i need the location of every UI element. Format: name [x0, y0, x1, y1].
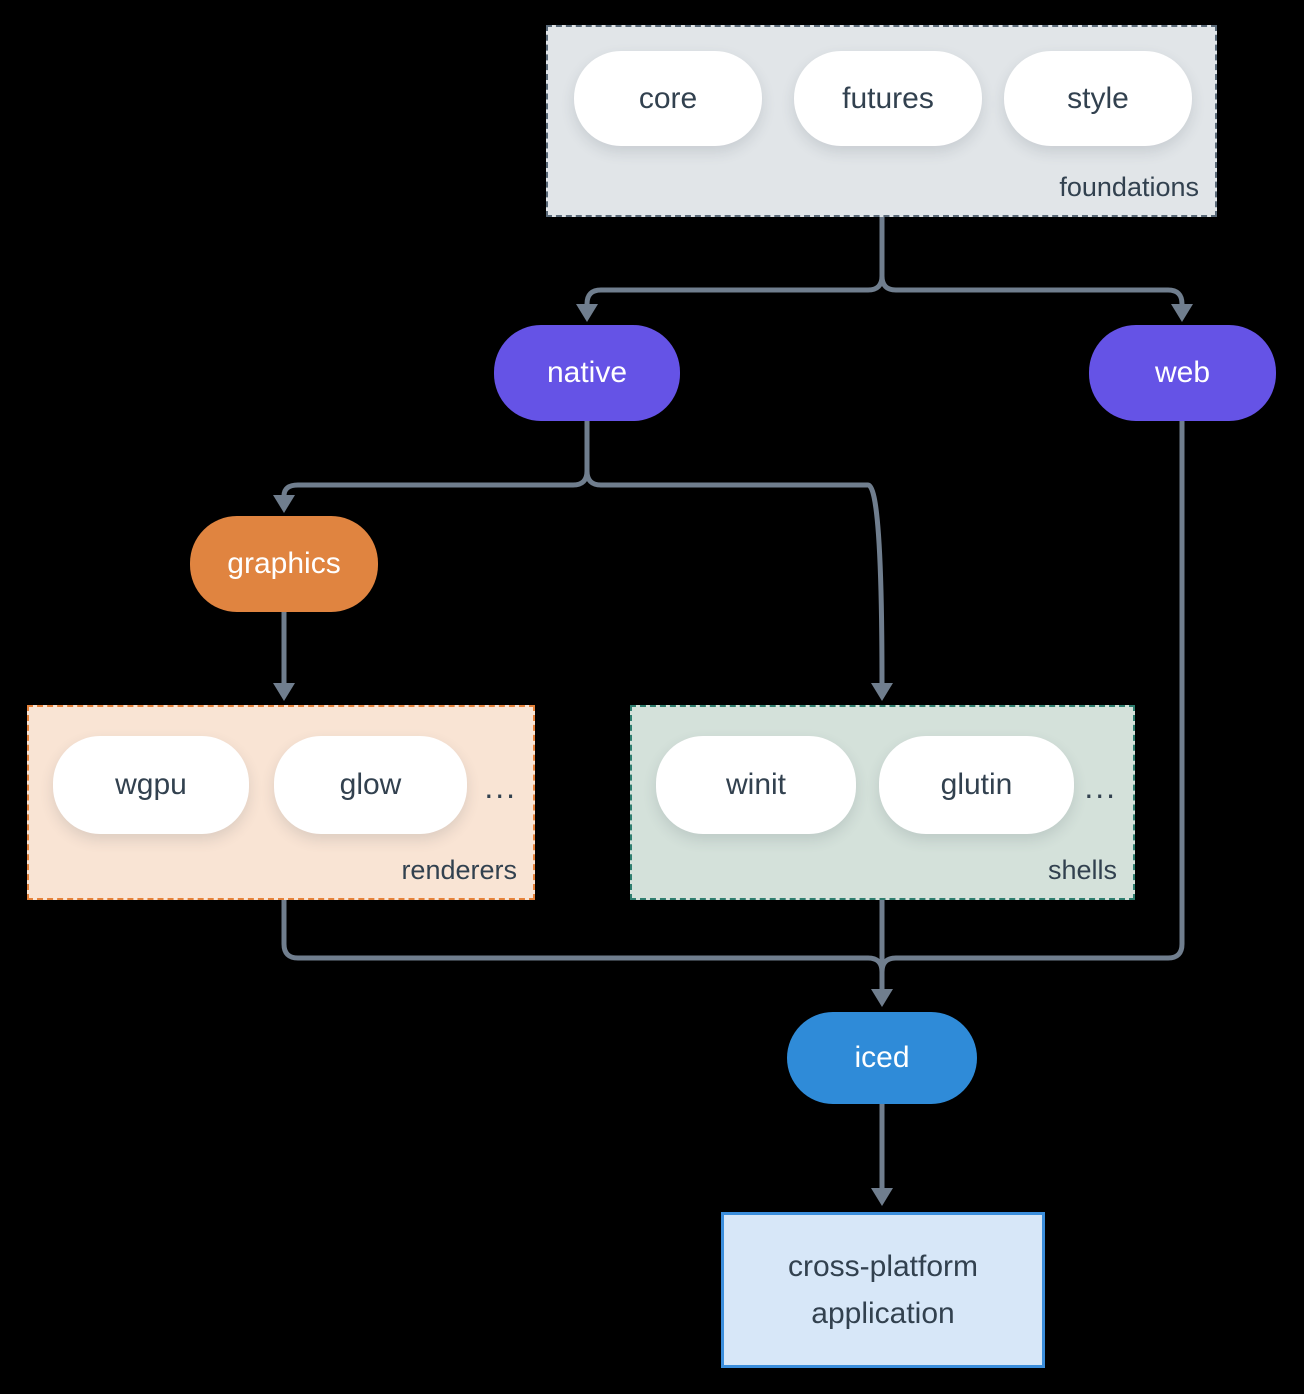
pill-core: core: [574, 51, 762, 146]
application-label-line-1: cross-platform: [787, 1250, 979, 1283]
connector-lines: [281, 217, 1185, 1189]
node-native: native: [494, 325, 680, 421]
pill-glutin: glutin: [879, 736, 1074, 834]
shells-group: winit glutin ... shells: [630, 705, 1135, 900]
node-iced: iced: [787, 1012, 977, 1104]
edge-foundations-web: [879, 275, 1185, 305]
shells-label: shells: [1047, 855, 1117, 885]
arrowhead-graphics: [273, 495, 295, 513]
arrowhead-iced: [871, 989, 893, 1007]
foundations-label: foundations: [1059, 172, 1199, 202]
pill-style: style: [1004, 51, 1192, 146]
node-graphics: graphics: [190, 516, 378, 612]
renderers-label: renderers: [401, 855, 517, 885]
foundations-group: core futures style foundations: [546, 25, 1217, 217]
node-web: web: [1089, 325, 1276, 421]
pill-wgpu: wgpu: [53, 736, 249, 834]
edge-foundations-native: [584, 275, 885, 305]
arrowhead-web: [1171, 304, 1193, 322]
renderers-group: wgpu glow ... renderers: [27, 705, 535, 900]
edge-renderers-iced: [281, 900, 885, 973]
application-box: cross-platform application: [721, 1212, 1045, 1368]
edge-native-shells: [584, 470, 885, 685]
edge-native-graphics: [281, 470, 590, 497]
pill-glow: glow: [274, 736, 467, 834]
arrowhead-native: [576, 304, 598, 322]
renderers-ellipsis: ...: [484, 769, 517, 805]
shells-ellipsis: ...: [1084, 769, 1117, 805]
pill-futures: futures: [794, 51, 982, 146]
pill-winit: winit: [656, 736, 856, 834]
arrowhead-app: [871, 1188, 893, 1206]
application-label-line-2: application: [811, 1297, 955, 1330]
arrowhead-shells: [871, 683, 893, 701]
arrowhead-renderers: [273, 683, 295, 701]
